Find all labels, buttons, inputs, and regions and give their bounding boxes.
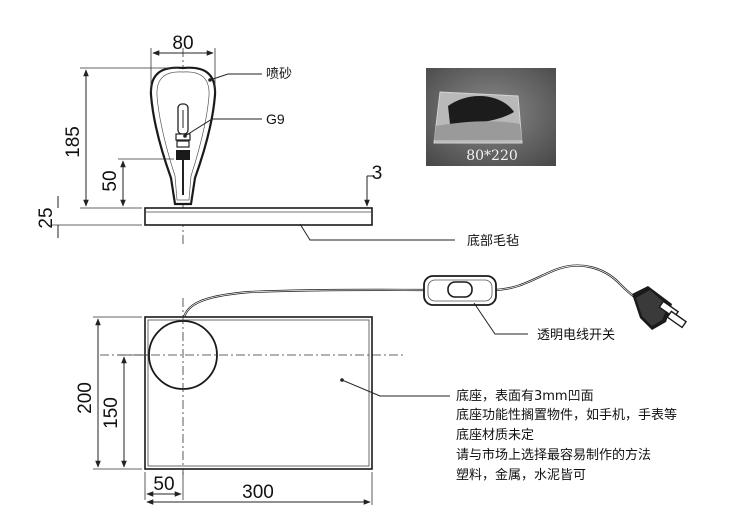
cord-switch bbox=[423, 275, 497, 306]
photo-caption: 80*220 bbox=[466, 148, 518, 164]
dim-80-top: 80 bbox=[150, 33, 216, 92]
note-line-5: 塑料，金属，水泥皆可 bbox=[456, 467, 586, 483]
dim-25: 25 bbox=[36, 196, 142, 238]
leader-g9: G9 bbox=[183, 111, 285, 138]
label-g9: G9 bbox=[266, 111, 285, 127]
dim-300: 300 bbox=[146, 472, 373, 505]
elevation-view: 80 185 25 50 3 bbox=[36, 33, 519, 249]
dim-text-3: 3 bbox=[372, 163, 383, 184]
note-line-4: 请与市场上选择最容易制作的方法 bbox=[456, 447, 651, 463]
power-plug bbox=[632, 286, 688, 330]
dim-text-150: 150 bbox=[101, 397, 122, 429]
base-elevation bbox=[144, 207, 373, 226]
dim-50-bottom: 50 bbox=[144, 472, 184, 500]
dim-text-50-bottom: 50 bbox=[153, 474, 174, 495]
leader-felt: 底部毛毡 bbox=[299, 223, 519, 249]
leader-switch: 透明电线开关 bbox=[473, 302, 615, 343]
dim-50-bulb: 50 bbox=[100, 158, 174, 207]
note-line-1: 底座，表面有3mm凹面 bbox=[456, 388, 594, 404]
dim-3-recess: 3 bbox=[364, 163, 383, 207]
base-notes: 底座，表面有3mm凹面 底座功能性搁置物件，如手机，手表等 底座材质未定 请与市… bbox=[456, 388, 677, 483]
dim-150: 150 bbox=[101, 354, 150, 468]
note-line-2: 底座功能性搁置物件，如手机，手表等 bbox=[456, 407, 677, 423]
plan-view: 200 150 50 300 透明电线开关 bbox=[75, 264, 688, 505]
note-line-3: 底座材质未定 bbox=[456, 427, 534, 443]
dim-200: 200 bbox=[75, 316, 142, 470]
dim-text-80: 80 bbox=[172, 33, 193, 54]
dim-text-200: 200 bbox=[75, 382, 96, 414]
label-sandblast: 喷砂 bbox=[266, 67, 292, 82]
dim-185: 185 bbox=[63, 67, 178, 209]
dim-text-300: 300 bbox=[242, 482, 274, 503]
lamp-shade-inner-line bbox=[156, 71, 210, 201]
dim-text-50-bulb: 50 bbox=[100, 170, 121, 191]
base-plan-recess bbox=[147, 319, 370, 467]
reference-photo: 80*220 bbox=[426, 68, 556, 166]
leader-notes bbox=[340, 378, 450, 397]
label-switch: 透明电线开关 bbox=[537, 328, 615, 343]
g9-bulb bbox=[175, 103, 191, 195]
label-felt: 底部毛毡 bbox=[467, 233, 519, 249]
dim-text-25: 25 bbox=[36, 207, 57, 228]
dim-text-185: 185 bbox=[63, 126, 84, 158]
leader-sandblast: 喷砂 bbox=[208, 67, 292, 82]
